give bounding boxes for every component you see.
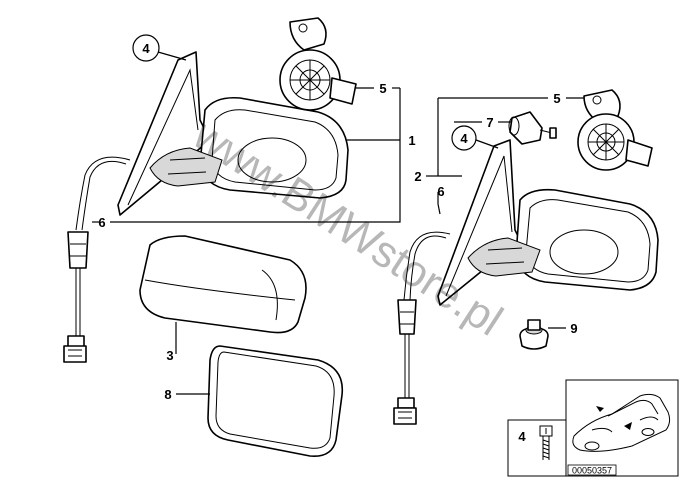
- grommet: [519, 319, 549, 350]
- callout-9: 9: [570, 321, 577, 336]
- mirror-cover: [139, 235, 307, 334]
- diagram-code: 00050357: [572, 466, 612, 476]
- callout-3: 3: [166, 348, 173, 363]
- callout-label: 4: [142, 41, 150, 56]
- callout-1: 1: [408, 133, 415, 148]
- callout-4-right: 4: [451, 125, 477, 151]
- leader-lines: [92, 51, 584, 395]
- car-location-thumbnail: [565, 379, 679, 477]
- callout-2: 2: [414, 169, 421, 184]
- callout-label: 4: [460, 131, 468, 146]
- right-mirror-assembly: [393, 139, 659, 425]
- callout-5-left: 5: [379, 81, 386, 96]
- callout-6-right: 6: [437, 184, 444, 199]
- mirror-motor-left: [279, 17, 357, 111]
- inset-panel: 4 00050357: [507, 379, 679, 477]
- callout-7: 7: [486, 115, 493, 130]
- callout-5-right: 5: [553, 91, 560, 106]
- small-adjust-motor: [508, 111, 557, 145]
- callout-4-left: 4: [132, 34, 160, 62]
- callout-8: 8: [164, 387, 171, 402]
- left-mirror-assembly: [63, 51, 349, 363]
- mirror-motor-right: [577, 89, 653, 171]
- screw-icon: [539, 425, 553, 460]
- callout-4-screw: 4: [518, 429, 526, 444]
- callout-6-left: 6: [98, 215, 105, 230]
- mirror-glass: [207, 345, 344, 457]
